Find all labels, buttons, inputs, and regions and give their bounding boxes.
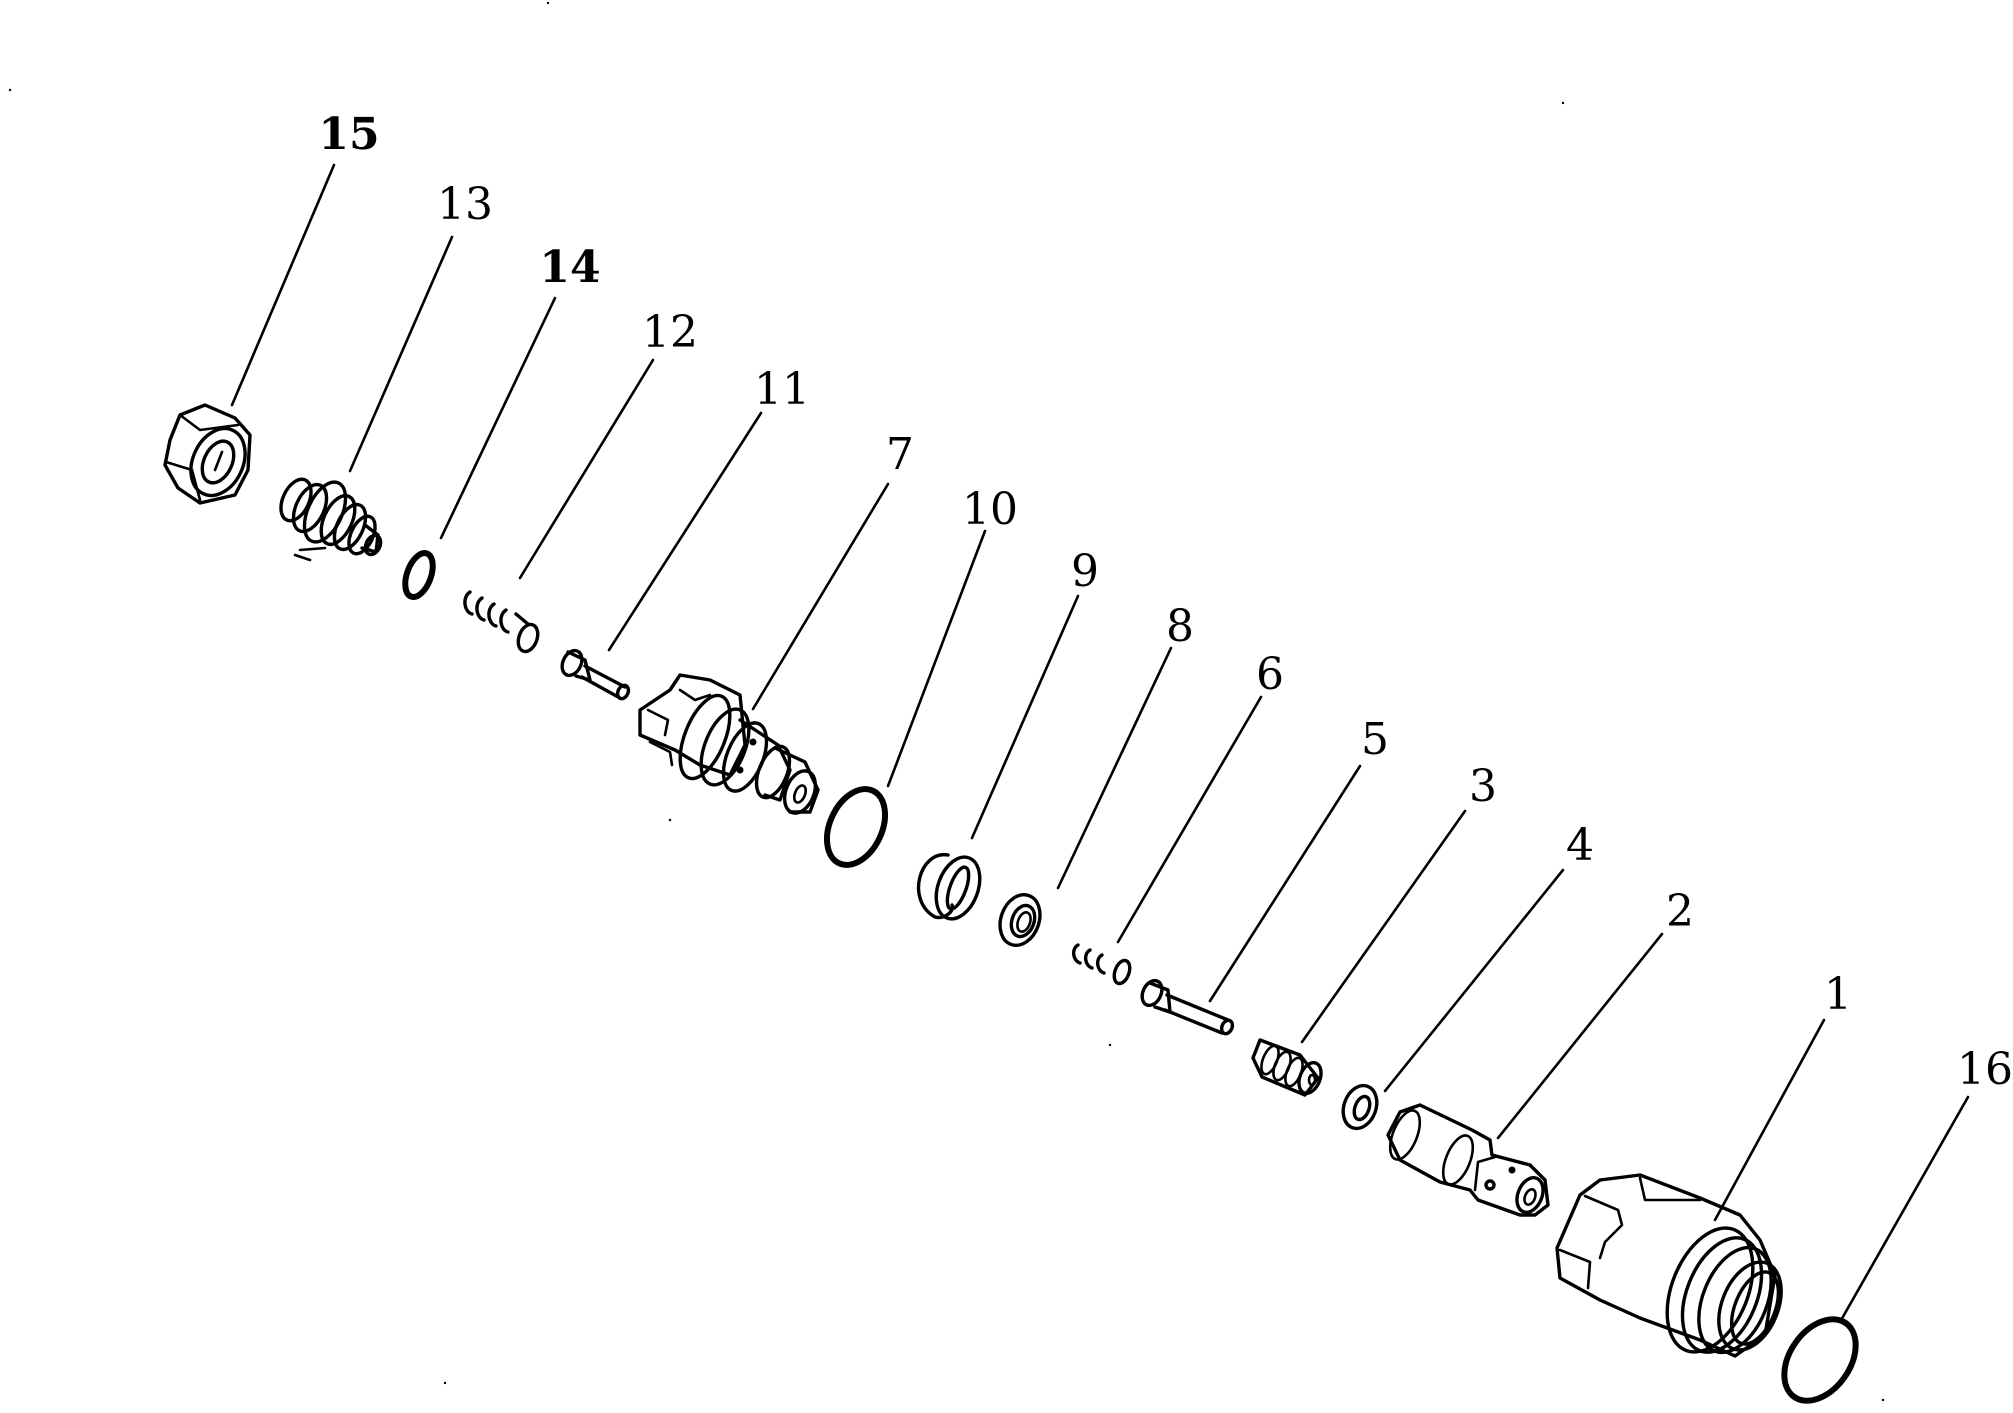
leader-13 [348, 235, 454, 473]
part-6-spring [1072, 943, 1132, 986]
callout-16: 16 [1957, 1044, 2013, 1095]
leader-6 [1116, 695, 1263, 944]
callout-5: 5 [1361, 714, 1389, 765]
scan-specks [8, 1, 1885, 1402]
part-7-valve-body [638, 673, 820, 815]
leader-4 [1383, 868, 1565, 1093]
leader-9 [970, 594, 1080, 840]
callout-11: 11 [754, 364, 810, 415]
part-5-poppet-pin [1140, 978, 1235, 1036]
part-9-backup-rings [916, 853, 982, 921]
part-15-hex-cap-nut [163, 403, 252, 505]
callout-6: 6 [1256, 649, 1284, 700]
part-11-pin [560, 648, 631, 701]
callout-12: 12 [642, 307, 698, 358]
callout-8: 8 [1166, 601, 1194, 652]
callout-2: 2 [1666, 886, 1694, 937]
leader-2 [1496, 932, 1664, 1140]
part-1-valve-housing [1555, 1173, 1783, 1358]
part-8-washer [998, 893, 1042, 947]
part-14-o-ring [402, 550, 436, 600]
callout-1: 1 [1824, 969, 1852, 1020]
part-2-main-poppet [1386, 1103, 1550, 1217]
callout-14: 14 [539, 242, 601, 293]
leader-8 [1056, 646, 1173, 890]
part-12-spring [463, 590, 540, 654]
leader-3 [1300, 809, 1467, 1044]
callout-3: 3 [1469, 761, 1497, 812]
callout-13: 13 [437, 179, 493, 230]
leader-1 [1713, 1018, 1826, 1222]
part-4-washer [1341, 1083, 1379, 1131]
callout-9: 9 [1071, 546, 1099, 597]
leader-7 [751, 482, 890, 711]
callout-10: 10 [962, 484, 1018, 535]
callout-15: 15 [318, 109, 380, 160]
leader-10 [886, 529, 987, 788]
part-10-o-ring [823, 786, 889, 868]
leader-11 [607, 411, 763, 652]
part-3-piston [1251, 1038, 1323, 1097]
leader-15 [230, 163, 336, 407]
leader-lines [230, 163, 1970, 1324]
callout-4: 4 [1566, 820, 1594, 871]
leader-12 [518, 358, 655, 580]
leader-14 [439, 296, 557, 540]
part-16-o-ring [1781, 1316, 1859, 1404]
leader-5 [1208, 764, 1362, 1003]
part-13-adjusting-screw [279, 477, 383, 562]
leader-16 [1838, 1095, 1970, 1324]
callout-7: 7 [886, 429, 914, 480]
